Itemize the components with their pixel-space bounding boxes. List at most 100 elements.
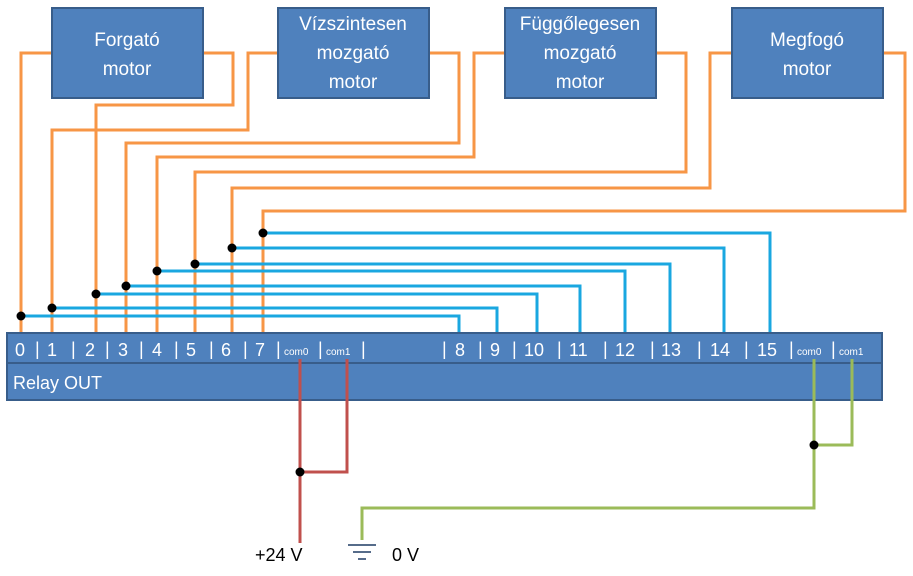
relay-pin-label: 8 — [455, 340, 465, 360]
motor-forgato: Forgató motor — [51, 7, 204, 99]
junction-dot — [47, 303, 57, 313]
wire-pin-13 — [195, 262, 672, 333]
relay-pin-label: 12 — [615, 340, 635, 360]
relay-pin-label: 15 — [757, 340, 777, 360]
wire-pin-2 — [94, 51, 235, 333]
relay-pin-label: 1 — [47, 340, 57, 360]
red-wires — [295, 359, 349, 543]
pin-separator: | — [35, 339, 40, 359]
wire-pin-6 — [230, 51, 732, 333]
relay-pin-label: 9 — [490, 340, 500, 360]
pin-separator: | — [744, 339, 749, 359]
pin-separator: | — [789, 339, 794, 359]
junction-dot — [121, 281, 131, 291]
junction-dot — [227, 243, 237, 253]
motor-label-line: motor — [556, 72, 605, 93]
relay-pin-label: 5 — [186, 340, 196, 360]
motor-box — [277, 7, 430, 99]
pin-separator: | — [361, 339, 366, 359]
pin-separator: | — [209, 339, 214, 359]
pin-separator: | — [71, 339, 76, 359]
relay-com0-right-label: com0 — [797, 347, 822, 358]
wire-pin-14 — [232, 246, 726, 333]
pin-separator: | — [276, 339, 281, 359]
relay-pin-label: 7 — [255, 340, 265, 360]
junction-dot — [91, 289, 101, 299]
motor-label-line: Forgató — [94, 30, 159, 51]
wire-pin-7 — [261, 51, 907, 333]
relay-com0-label: com0 — [284, 347, 309, 358]
motor-vizszintesen: Vízszintesen mozgató motor — [277, 7, 430, 99]
relay-block: 0 | 1 | 2 | 3 | 4 | 5 | 6 | 7 | com0 | c… — [6, 332, 883, 401]
motor-label-line: Megfogó — [770, 30, 844, 51]
junction-dot — [295, 467, 305, 477]
junction-dots — [16, 228, 268, 321]
wire-pin-1 — [50, 51, 278, 333]
wire-pin-10 — [96, 292, 539, 333]
pin-separator: | — [442, 339, 447, 359]
relay-title-row — [6, 362, 883, 401]
motor-label-line: Vízszintesen — [299, 14, 407, 35]
relay-pin-row — [6, 332, 883, 364]
wire-pin-11 — [126, 284, 582, 333]
wire-pin-15 — [263, 231, 772, 333]
motor-label-line: mozgató — [317, 43, 390, 64]
junction-dot — [809, 440, 819, 450]
relay-pin-label: 4 — [152, 340, 162, 360]
wire-com1-right — [814, 359, 854, 447]
relay-pin-label: 3 — [118, 340, 128, 360]
motor-megfogo: Megfogó motor — [731, 7, 884, 99]
relay-pin-label: 13 — [661, 340, 681, 360]
motor-box — [51, 7, 204, 99]
wire-pin-4 — [155, 51, 505, 333]
relay-pin-label: 0 — [15, 340, 25, 360]
pin-separator: | — [831, 339, 836, 359]
pin-separator: | — [139, 339, 144, 359]
blue-wires — [21, 231, 772, 333]
wire-pin-0 — [19, 51, 52, 333]
relay-pin-label: 6 — [221, 340, 231, 360]
wire-com0-right — [360, 359, 816, 540]
relay-pin-label: 14 — [710, 340, 730, 360]
relay-pin-label: 11 — [569, 340, 588, 360]
motor-label-line: mozgató — [544, 43, 617, 64]
wire-pin-9 — [52, 306, 499, 333]
pin-separator: | — [174, 339, 179, 359]
junction-dot — [152, 266, 162, 276]
pin-separator: | — [603, 339, 608, 359]
motor-label-line: motor — [783, 59, 832, 80]
junction-dot — [190, 259, 200, 269]
wire-pin-3 — [124, 51, 461, 333]
pin-separator: | — [105, 339, 110, 359]
motor-box — [504, 7, 657, 99]
relay-title: Relay OUT — [13, 373, 102, 393]
pin-separator: | — [557, 339, 562, 359]
zero-volt-label: 0 V — [392, 545, 419, 565]
wire-com1-left — [300, 359, 349, 474]
motor-label-line: motor — [103, 59, 152, 80]
ground-symbol-icon — [348, 544, 376, 560]
pin-separator: | — [697, 339, 702, 359]
pin-separator: | — [650, 339, 655, 359]
motor-box — [731, 7, 884, 99]
junction-dot — [258, 228, 268, 238]
green-wires — [360, 359, 854, 540]
pin-separator: | — [512, 339, 517, 359]
relay-pin-label: 10 — [524, 340, 544, 360]
motor-fuggolegesen: Függőlegesen mozgató motor — [504, 7, 657, 99]
pin-separator: | — [478, 339, 483, 359]
relay-com1-label: com1 — [326, 347, 351, 358]
wire-pin-5 — [193, 51, 688, 333]
pin-separator: | — [243, 339, 248, 359]
wire-pin-12 — [157, 269, 627, 333]
motor-label-line: Függőlegesen — [520, 14, 640, 35]
motor-label-line: motor — [329, 72, 378, 93]
plus-24v-label: +24 V — [255, 545, 303, 565]
orange-wires — [19, 51, 907, 333]
relay-pin-label: 2 — [85, 340, 95, 360]
wire-pin-8 — [21, 314, 461, 333]
junction-dot — [16, 311, 26, 321]
relay-com1-right-label: com1 — [839, 347, 864, 358]
pin-separator: | — [318, 339, 323, 359]
